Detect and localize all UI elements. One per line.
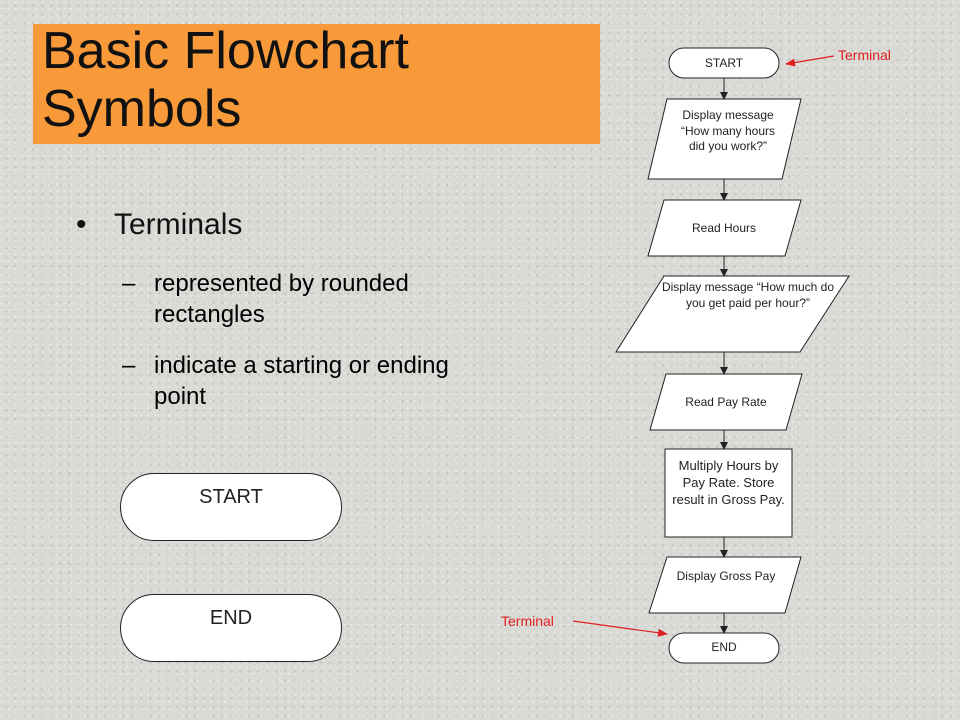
example-end-label: END — [209, 606, 253, 629]
read-rate-parallelogram — [649, 373, 803, 431]
read-hours-parallelogram — [647, 199, 802, 257]
annotation-arrow-bottom — [572, 620, 668, 637]
bullet-list: • Terminals — [76, 208, 242, 242]
terminal-annotation-bottom: Terminal — [501, 613, 554, 629]
read-rate-label: Read Pay Rate — [685, 395, 767, 409]
bullet-dot-icon: • — [76, 208, 87, 241]
end-label: END — [711, 640, 737, 654]
display-hours-parallelogram — [647, 98, 802, 180]
display-hours-label: Display message “How many hours did you … — [680, 108, 776, 153]
example-start-label: START — [199, 485, 263, 508]
example-start-terminal: START — [120, 473, 342, 541]
bullet-terminals: • Terminals — [76, 208, 242, 242]
sub-bullet-text: represented by rounded rectangles — [154, 270, 409, 328]
multiply-label: Multiply Hours by Pay Rate. Store result… — [672, 458, 785, 507]
start-label: START — [704, 56, 744, 70]
bullet-label: Terminals — [114, 208, 243, 241]
multiply-process-box — [664, 448, 793, 538]
dash-icon: – — [122, 352, 136, 379]
annotation-arrow-top — [785, 55, 835, 67]
terminal-annotation-top: Terminal — [838, 47, 891, 63]
dash-icon: – — [122, 270, 136, 297]
title-banner — [33, 24, 600, 144]
display-gross-parallelogram — [648, 556, 802, 614]
example-end-terminal: END — [120, 594, 342, 662]
display-gross-label: Display Gross Pay — [676, 569, 776, 583]
display-rate-label: Display message “How much do you get pai… — [661, 280, 835, 310]
read-hours-label: Read Hours — [691, 221, 757, 235]
sub-bullet-text: indicate a starting or ending point — [154, 352, 449, 410]
slide-title: Basic Flowchart Symbols — [42, 22, 409, 138]
display-rate-parallelogram — [615, 275, 850, 353]
